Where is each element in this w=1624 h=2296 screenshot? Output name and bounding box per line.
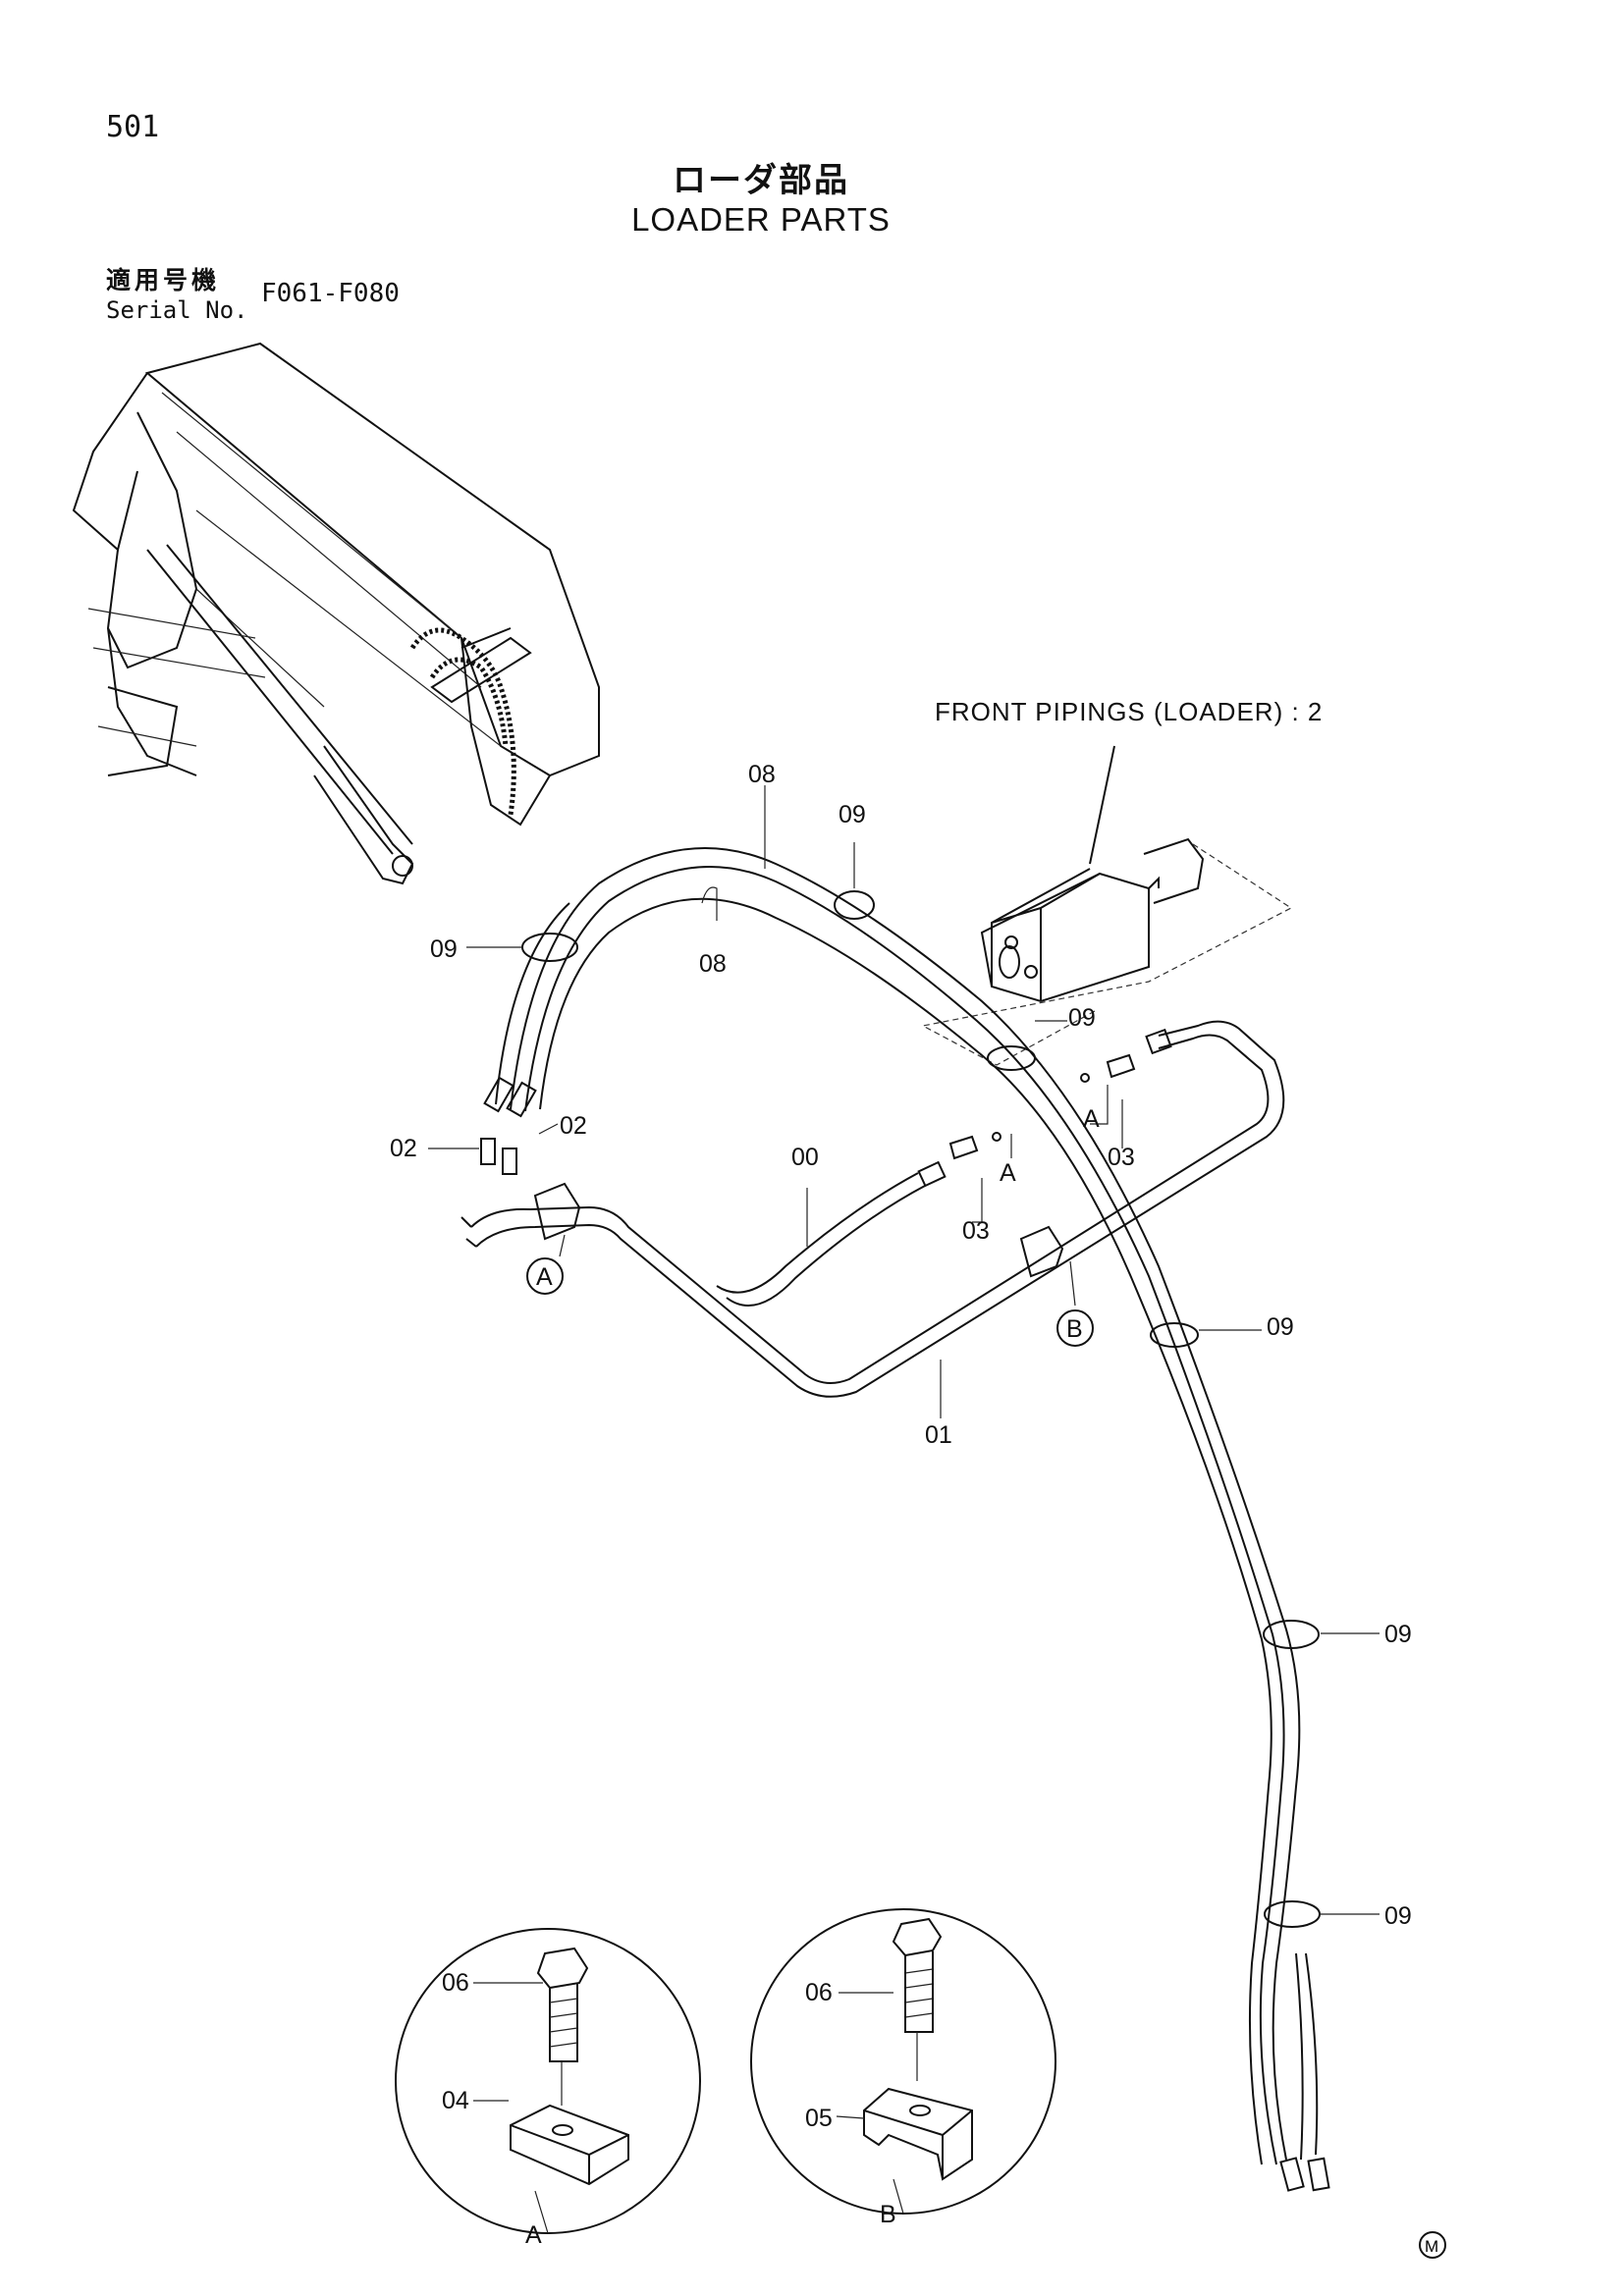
- label-02-left: 02: [390, 1135, 417, 1162]
- front-pipings-ref-label: FRONT PIPINGS (LOADER) : 2: [935, 697, 1323, 726]
- label-05-detail-b: 05: [805, 2105, 833, 2132]
- pipe-01-drawing: [460, 1020, 1285, 1398]
- label-01: 01: [925, 1421, 952, 1449]
- machine-overview-drawing: [72, 342, 600, 885]
- serial-label-ja: 適用号機: [106, 266, 221, 294]
- label-06-detail-a: 06: [442, 1969, 469, 1997]
- fittings-02-03: [480, 1028, 1172, 1175]
- label-a-detail: A: [525, 2221, 542, 2249]
- detail-a-callout-circle: [526, 1257, 564, 1295]
- corner-mark-circle: [1419, 2231, 1446, 2259]
- label-08-top: 08: [748, 761, 776, 788]
- detail-a: [395, 1928, 701, 2234]
- ref-a-lower: A: [1000, 1159, 1016, 1187]
- detail-b-callout-circle: [1056, 1309, 1094, 1347]
- ref-a-upper: A: [1083, 1105, 1100, 1133]
- detail-a-callout: A: [536, 1263, 553, 1291]
- label-00: 00: [791, 1144, 819, 1171]
- page-title-en: LOADER PARTS: [631, 201, 891, 238]
- label-09-mid: 09: [1267, 1313, 1294, 1341]
- label-09-top: 09: [839, 801, 866, 828]
- label-09-bottom: 09: [1384, 1902, 1412, 1930]
- serial-range: F061-F080: [261, 279, 400, 308]
- label-03-upper: 03: [1108, 1144, 1135, 1171]
- label-02-right: 02: [560, 1112, 587, 1140]
- label-04-detail-a: 04: [442, 2087, 469, 2114]
- detail-b-callout: B: [1066, 1315, 1083, 1343]
- label-09-valve: 09: [1068, 1004, 1096, 1032]
- hose-00-drawing: [716, 1160, 947, 1307]
- corner-mark: M: [1425, 2237, 1438, 2256]
- label-b-detail: B: [880, 2201, 896, 2228]
- label-06-detail-b: 06: [805, 1979, 833, 2006]
- leader-lines: [428, 785, 1380, 1915]
- serial-label-en: Serial No.: [106, 296, 248, 324]
- label-03-lower: 03: [962, 1217, 990, 1245]
- page-number: 501: [106, 110, 160, 144]
- label-09-left: 09: [430, 935, 458, 963]
- label-08-inner: 08: [699, 950, 727, 978]
- control-valve-drawing: [921, 745, 1293, 1066]
- hose-08-drawing: [483, 847, 1330, 2192]
- label-09-lower: 09: [1384, 1621, 1412, 1648]
- detail-b: [750, 1908, 1056, 2215]
- page-title-ja: ローダ部品: [673, 161, 849, 200]
